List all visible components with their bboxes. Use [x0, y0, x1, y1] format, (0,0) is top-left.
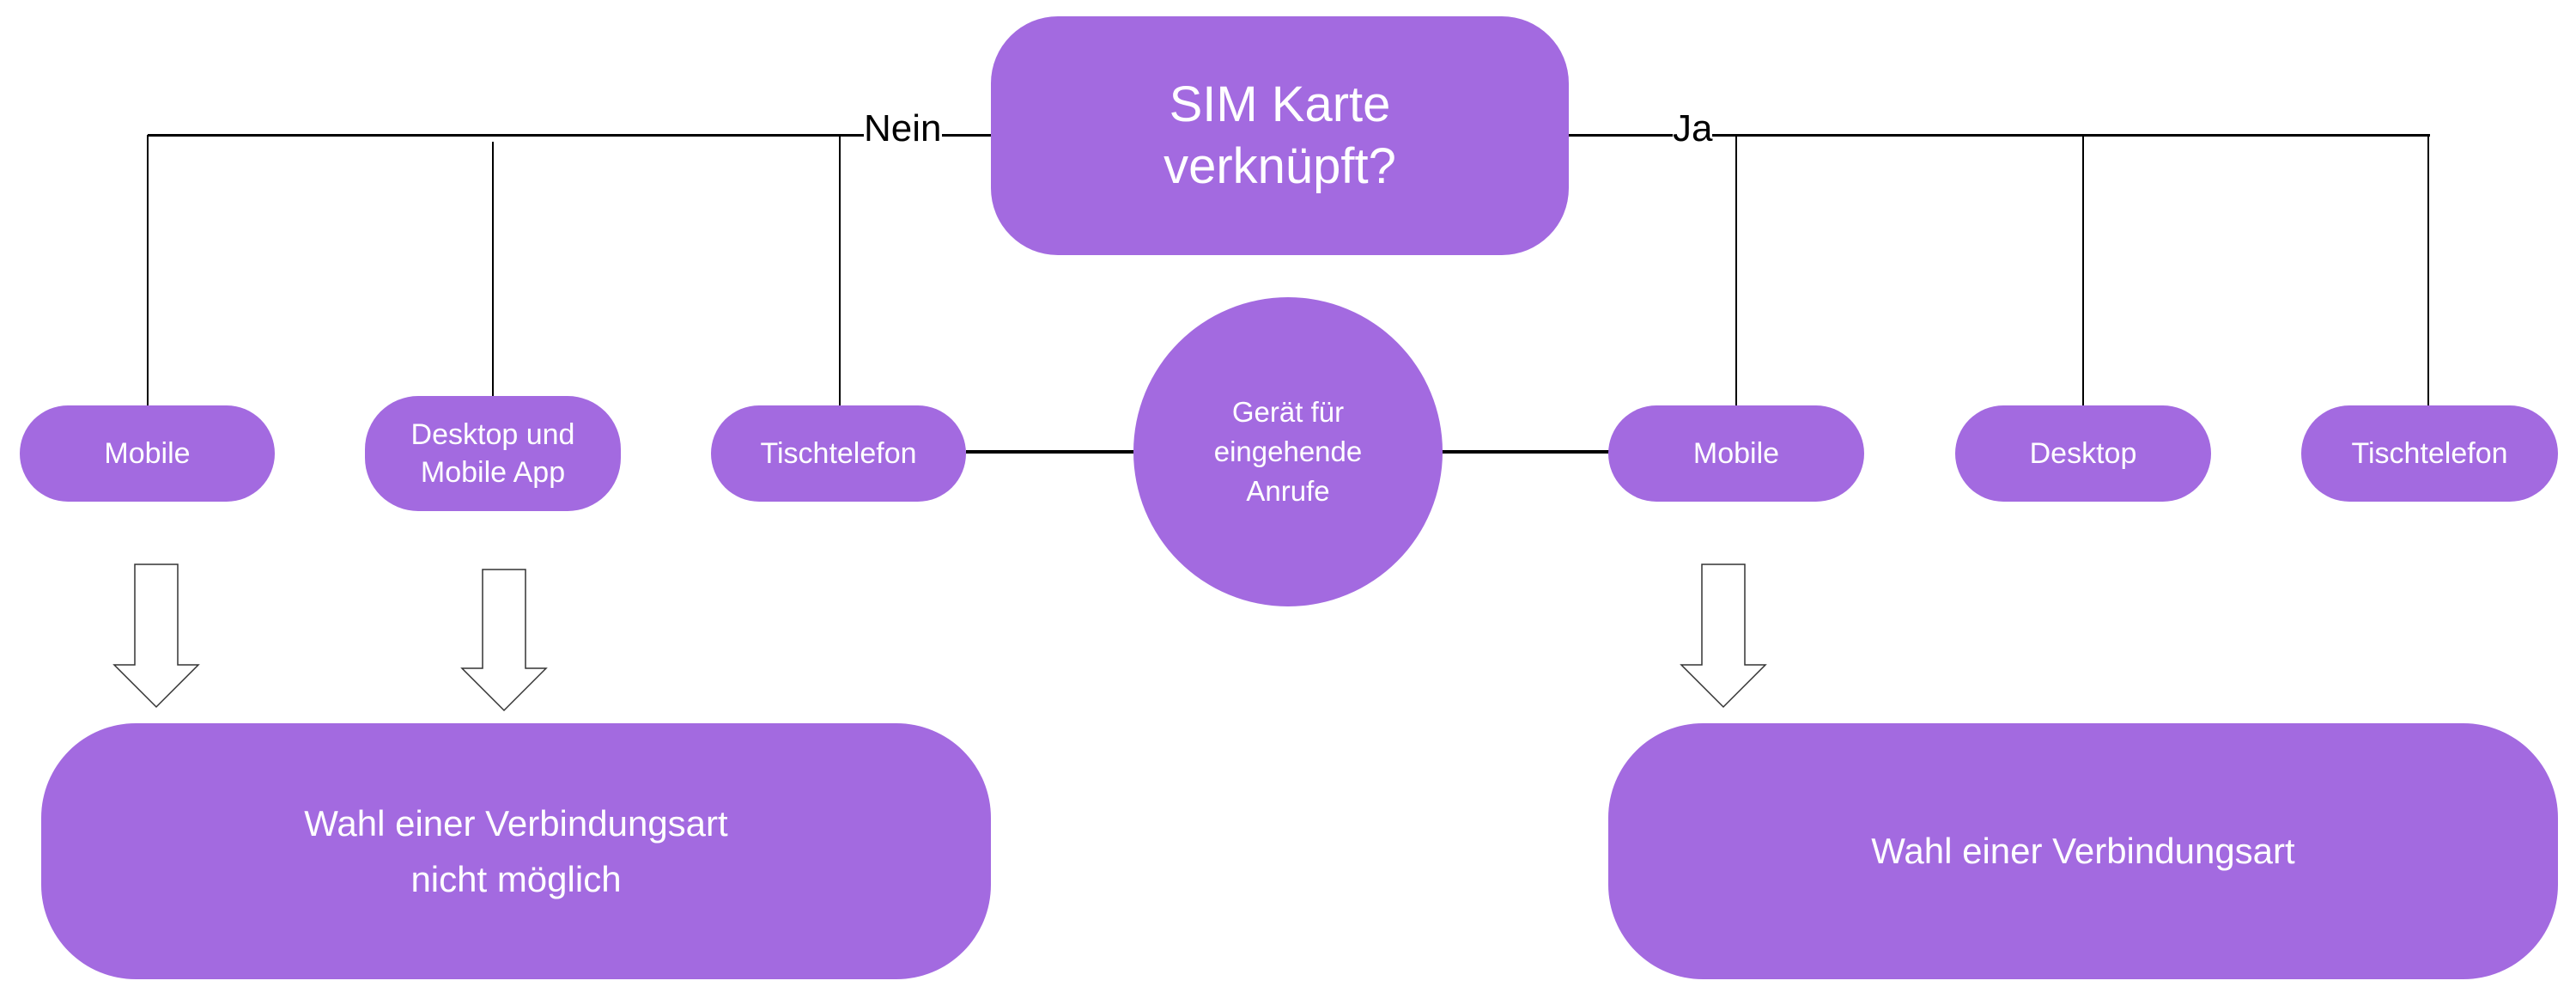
no-branch-line: [148, 134, 991, 137]
right-device-mobile: Mobile: [1608, 405, 1864, 502]
connector-center-right: [1442, 450, 1609, 454]
outcome-right-text: Wahl einer Verbindungsart: [1871, 831, 2295, 871]
down-arrow-icon: [112, 563, 200, 709]
decision-sim-card-linked: SIM Karte verknüpft?: [991, 16, 1569, 255]
connector-right-desktop: [2082, 135, 2084, 406]
center-node-text: Gerät für eingehende Anrufe: [1213, 395, 1363, 508]
right-device-desk-phone: Tischtelefon: [2301, 405, 2558, 502]
left-device-mobile: Mobile: [20, 405, 275, 502]
left-device-desktop-mobile-app: Desktop und Mobile App: [365, 396, 621, 511]
connector-center-left: [966, 450, 1134, 454]
connector-left-desktop: [492, 142, 494, 397]
connector-left-mobile: [147, 135, 149, 406]
outcome-choose-connection: Wahl einer Verbindungsart: [1608, 723, 2558, 979]
decision-text: SIM Karte verknüpft?: [1163, 76, 1396, 195]
no-branch-label: Nein: [864, 107, 942, 149]
connector-left-desk-phone: [839, 135, 841, 406]
connector-right-desk-phone: [2427, 135, 2429, 406]
device-label: Desktop und Mobile App: [410, 417, 575, 489]
yes-branch-line: [1569, 134, 2430, 137]
incoming-calls-device-node: Gerät für eingehende Anrufe: [1133, 297, 1443, 606]
outcome-left-text: Wahl einer Verbindungsart nicht möglich: [304, 802, 728, 899]
yes-branch-label: Ja: [1673, 107, 1713, 149]
down-arrow-icon: [460, 569, 548, 712]
device-label: Tischtelefon: [760, 436, 917, 470]
outcome-not-possible: Wahl einer Verbindungsart nicht möglich: [41, 723, 991, 979]
device-label: Desktop: [2029, 436, 2137, 470]
device-label: Tischtelefon: [2351, 436, 2508, 470]
left-device-desk-phone: Tischtelefon: [711, 405, 966, 502]
right-device-desktop: Desktop: [1955, 405, 2211, 502]
device-label: Mobile: [104, 436, 191, 470]
connector-right-mobile: [1735, 135, 1737, 406]
device-label: Mobile: [1692, 436, 1780, 470]
down-arrow-icon: [1680, 563, 1767, 709]
